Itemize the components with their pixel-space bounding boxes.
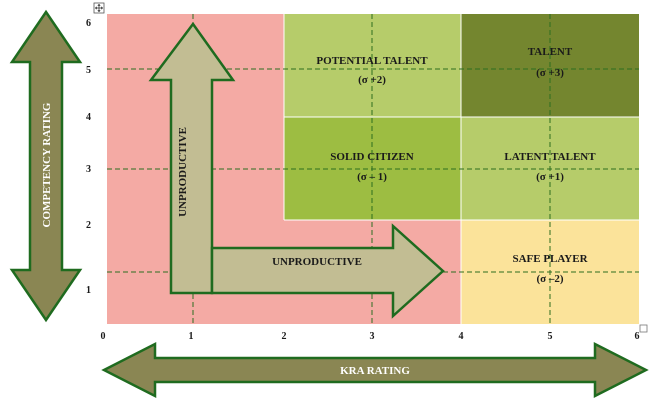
unproductive-vertical-label: UNPRODUCTIVE bbox=[177, 127, 189, 217]
y-tick: 4 bbox=[86, 112, 91, 123]
latent-talent-title: LATENT TALENT bbox=[504, 151, 596, 163]
x-tick: 1 bbox=[189, 331, 194, 342]
solid-citizen-title: SOLID CITIZEN bbox=[330, 151, 414, 163]
x-tick: 4 bbox=[459, 331, 464, 342]
kra-rating-arrow: KRA RATING bbox=[101, 341, 649, 399]
y-tick: 6 bbox=[86, 18, 91, 29]
unproductive-horizontal-arrow bbox=[210, 223, 445, 319]
talent-sub: (σ +3) bbox=[536, 67, 564, 79]
kra-arrow-shape bbox=[101, 341, 649, 399]
x-tick: 5 bbox=[548, 331, 553, 342]
competency-rating-arrow: COMPETENCY RATING bbox=[9, 9, 83, 323]
latent-talent-sub: (σ +1) bbox=[536, 171, 564, 183]
solid-citizen-sub: (σ – 1) bbox=[357, 171, 387, 183]
y-axis-ticks: 1 2 3 4 5 6 bbox=[86, 18, 91, 296]
unproductive-l-arrow bbox=[148, 21, 445, 319]
unproductive-vertical-arrow bbox=[148, 21, 236, 295]
competency-rating-label: COMPETENCY RATING bbox=[41, 102, 53, 227]
potential-talent-sub: (σ +2) bbox=[358, 74, 386, 86]
potential-talent-title: POTENTIAL TALENT bbox=[316, 55, 428, 67]
talent-title: TALENT bbox=[528, 46, 573, 58]
cell-labels: POTENTIAL TALENT (σ +2) TALENT (σ +3) SO… bbox=[316, 46, 596, 285]
x-axis-ticks: 0 1 2 3 4 5 6 bbox=[101, 331, 640, 342]
competency-arrow-shape bbox=[9, 9, 83, 323]
resize-handle-icon[interactable] bbox=[639, 324, 648, 333]
y-tick: 2 bbox=[86, 220, 91, 231]
move-handle-icon[interactable] bbox=[93, 2, 105, 14]
x-tick: 0 bbox=[101, 331, 106, 342]
x-tick: 6 bbox=[635, 331, 640, 342]
safe-player-title: SAFE PLAYER bbox=[512, 253, 588, 265]
kra-rating-label: KRA RATING bbox=[340, 365, 410, 377]
safe-player-sub: (σ –2) bbox=[536, 273, 563, 285]
unproductive-horizontal-label: UNPRODUCTIVE bbox=[272, 256, 362, 268]
y-tick: 5 bbox=[86, 65, 91, 76]
x-tick: 2 bbox=[282, 331, 287, 342]
y-tick: 1 bbox=[86, 285, 91, 296]
y-tick: 3 bbox=[86, 164, 91, 175]
x-tick: 3 bbox=[370, 331, 375, 342]
